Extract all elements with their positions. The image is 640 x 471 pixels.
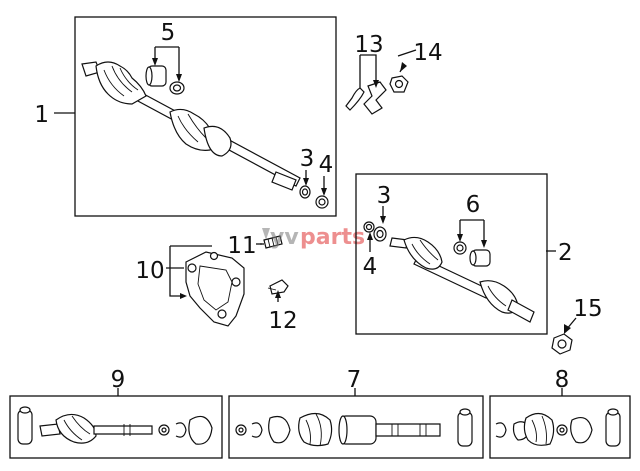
nut-15-group: [551, 317, 577, 355]
grease-tube-7: [457, 411, 473, 447]
grease-tube-9: [17, 409, 33, 445]
boot-8: [523, 412, 555, 446]
carrier-bracket-10: [185, 251, 245, 327]
callout-2: 2: [558, 240, 573, 266]
callout-3-rear: 3: [377, 183, 392, 209]
callout-7: 7: [347, 367, 362, 393]
callout-8: 8: [555, 367, 570, 393]
outer-boot-9: [55, 413, 97, 444]
callout-5: 5: [161, 20, 176, 46]
callout-box-7: [228, 395, 484, 459]
watermark-prefix: yv: [270, 225, 299, 250]
shaft-end-1: [271, 171, 297, 191]
clamp-8: [570, 417, 593, 444]
kit-9-group: [9, 388, 223, 459]
stub-shaft-7: [375, 423, 441, 437]
callout-11: 11: [227, 233, 256, 259]
clamp-9: [188, 415, 213, 445]
kit-8-group: [489, 388, 631, 459]
bracket-13-group: [345, 54, 387, 115]
callout-4-front: 4: [319, 152, 334, 178]
axle-assembly-2-group: [355, 173, 556, 335]
outer-boot-1: [95, 61, 147, 105]
callout-13: 13: [354, 32, 383, 58]
callout-box-1: [74, 16, 337, 217]
clamp-7: [268, 415, 291, 444]
callout-9: 9: [111, 367, 126, 393]
callout-box-9: [9, 395, 223, 459]
axle-assembly-1-group: [54, 16, 337, 217]
boot-7: [298, 412, 333, 447]
kit-7-group: [228, 388, 484, 459]
callout-3-front: 3: [300, 146, 315, 172]
callout-1: 1: [34, 102, 49, 128]
callout-15: 15: [573, 296, 602, 322]
grease-tube-8: [605, 411, 621, 447]
bolt-12: [269, 279, 289, 295]
watermark-suffix: parts: [300, 225, 365, 250]
shaft-end-2: [507, 299, 535, 323]
bracket-13-b: [363, 81, 387, 115]
callout-box-2: [355, 173, 548, 335]
callout-box-8: [489, 395, 631, 459]
vparts-logo-icon: [262, 228, 270, 240]
bracket-10-group: [166, 235, 289, 327]
bracket-13-a: [345, 87, 365, 111]
outer-boot-2: [403, 236, 443, 270]
callout-14: 14: [413, 40, 442, 66]
watermark: yv parts: [262, 225, 365, 250]
axle-stub-2: [389, 237, 409, 249]
callout-12: 12: [268, 308, 297, 334]
inner-joint-1: [203, 125, 232, 157]
axle-shaft-9: [93, 425, 153, 435]
callout-6: 6: [466, 192, 481, 218]
callout-4-rear: 4: [363, 254, 378, 280]
nut-14-group: [389, 49, 417, 93]
callout-10: 10: [135, 258, 164, 284]
